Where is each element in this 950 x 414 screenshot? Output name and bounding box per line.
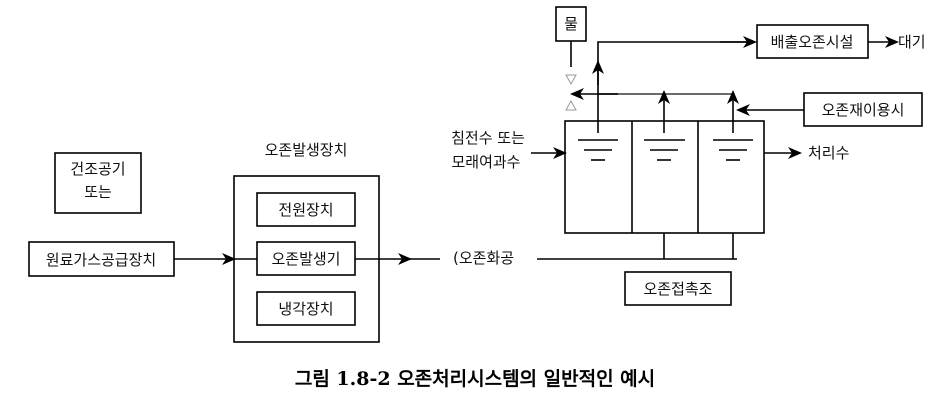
ozone-reuse-label: 오존재이용시: [822, 101, 905, 119]
ozone-generator-unit-title: 오존발생장치: [265, 141, 348, 159]
figure-caption: 그림 1.8-2 오존처리시스템의 일반적인 예시: [295, 368, 655, 390]
offgas-destruct-box: 배출오존시설: [756, 24, 869, 59]
ozone-contactor-label: 오존접촉조: [643, 280, 712, 298]
ozone-reuse-box: 오존재이용시: [803, 92, 923, 127]
ozone-contactor-box: 오존접촉조: [624, 271, 732, 306]
ozonated-air-label: (오존화공: [453, 249, 514, 267]
water-level-icon: [644, 139, 685, 161]
ozone-generator-label: 오존발생기: [271, 250, 340, 268]
offgas-destruct-label: 배출오존시설: [771, 33, 854, 51]
water-label: 물: [564, 15, 578, 33]
cooling-unit-label: 냉각장치: [278, 300, 333, 318]
contact-chambers: [564, 120, 765, 234]
cooling-unit-box: 냉각장치: [256, 291, 356, 326]
water-inlet-label-line1: 침전수 또는: [451, 129, 525, 147]
treated-water-label: 처리수: [808, 144, 849, 162]
dry-air-box: 건조공기 또는: [54, 152, 142, 214]
feed-gas-supply-box: 원료가스공급장치: [28, 241, 175, 277]
water-level-icon: [578, 139, 618, 161]
valve-icon: [565, 74, 577, 111]
water-level-icon: [713, 139, 753, 161]
power-supply-label: 전원장치: [278, 201, 333, 219]
dry-air-label-line2: 또는: [84, 183, 112, 201]
atmosphere-label: 대기: [898, 33, 926, 51]
water-box: 물: [555, 6, 587, 42]
feed-gas-supply-label: 원료가스공급장치: [46, 251, 156, 269]
power-supply-box: 전원장치: [256, 192, 356, 227]
ozone-generator-box: 오존발생기: [256, 241, 356, 276]
water-inlet-label-line2: 모래여과수: [451, 153, 520, 171]
line-offgas: [597, 41, 752, 121]
dry-air-label-line1: 건조공기: [70, 160, 125, 178]
